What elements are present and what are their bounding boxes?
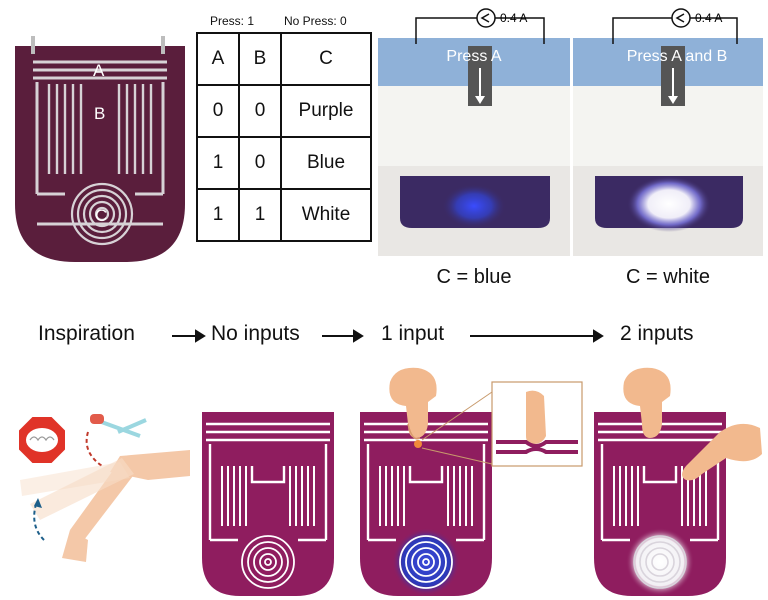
left-interdigitated-electrode	[47, 84, 83, 174]
header-a: A	[196, 32, 240, 86]
white-glow	[626, 528, 694, 596]
step-1-input: 1 input	[381, 322, 445, 345]
hand-icon-side	[682, 423, 762, 481]
header-c: C	[280, 32, 372, 86]
hand-icon	[389, 367, 437, 440]
motion-arrow-icon	[34, 498, 42, 508]
inspiration-illustration	[17, 414, 190, 562]
cell: 1	[196, 188, 240, 242]
device-no-inputs	[202, 412, 334, 596]
device-one-input	[360, 367, 583, 596]
cell: Blue	[280, 136, 372, 190]
table-row: 1 0 Blue	[196, 136, 372, 190]
action-label: Press A	[446, 48, 501, 65]
caption-blue: C = blue	[436, 266, 512, 288]
photo-panel-press-a: 0.4 A Press A	[378, 8, 570, 256]
cell: 1	[196, 136, 240, 190]
device-photo: A B C	[5, 24, 195, 272]
cell: 1	[238, 188, 282, 242]
flow-arrows	[172, 329, 604, 343]
blue-glow	[442, 184, 506, 228]
fingertip-icon	[526, 390, 546, 444]
table-row: 1 1 White	[196, 188, 372, 242]
caption-white: C = white	[626, 266, 710, 288]
table-header-row: A B C	[196, 32, 372, 86]
lower-leg-ghost	[30, 458, 134, 520]
cell: 0	[238, 84, 282, 138]
cell: 0	[238, 136, 282, 190]
down-arrow-icon	[475, 96, 485, 104]
label-a: A	[93, 61, 105, 80]
arrow-icon	[195, 329, 206, 343]
device-two-inputs	[594, 367, 762, 596]
white-glow	[627, 176, 711, 232]
action-label: Press A and B	[627, 48, 728, 65]
step-no-inputs: No inputs	[211, 322, 300, 345]
ammeter-icon	[476, 8, 496, 28]
blue-glow	[392, 528, 460, 596]
arrow-icon	[593, 329, 604, 343]
photo-panel-press-ab: 0.4 A Press A and B	[573, 8, 763, 256]
cell: White	[280, 188, 372, 242]
current-label: 0.4 A	[500, 11, 527, 25]
reflex-hammer-icon	[90, 414, 147, 438]
right-interdigitated-electrode	[117, 84, 153, 174]
cell: 0	[196, 84, 240, 138]
press-label: Press: 1	[210, 14, 255, 28]
step-inspiration: Inspiration	[38, 322, 135, 345]
arrow-icon	[353, 329, 364, 343]
device-electrodes	[33, 60, 167, 226]
table-row: 0 0 Purple	[196, 84, 372, 138]
spiral-electrode	[70, 182, 134, 246]
spiral-electrode	[241, 535, 295, 589]
no-press-label: No Press: 0	[284, 14, 347, 28]
contact-point	[414, 440, 422, 448]
ammeter-icon	[671, 8, 691, 28]
step-2-inputs: 2 inputs	[620, 322, 694, 345]
cell: Purple	[280, 84, 372, 138]
hand-icon-top	[623, 367, 671, 438]
label-b: B	[94, 104, 105, 123]
current-label: 0.4 A	[695, 11, 722, 25]
header-b: B	[238, 32, 282, 86]
down-arrow-icon	[668, 96, 678, 104]
label-c: C	[95, 206, 107, 225]
brain-icon	[26, 428, 58, 452]
